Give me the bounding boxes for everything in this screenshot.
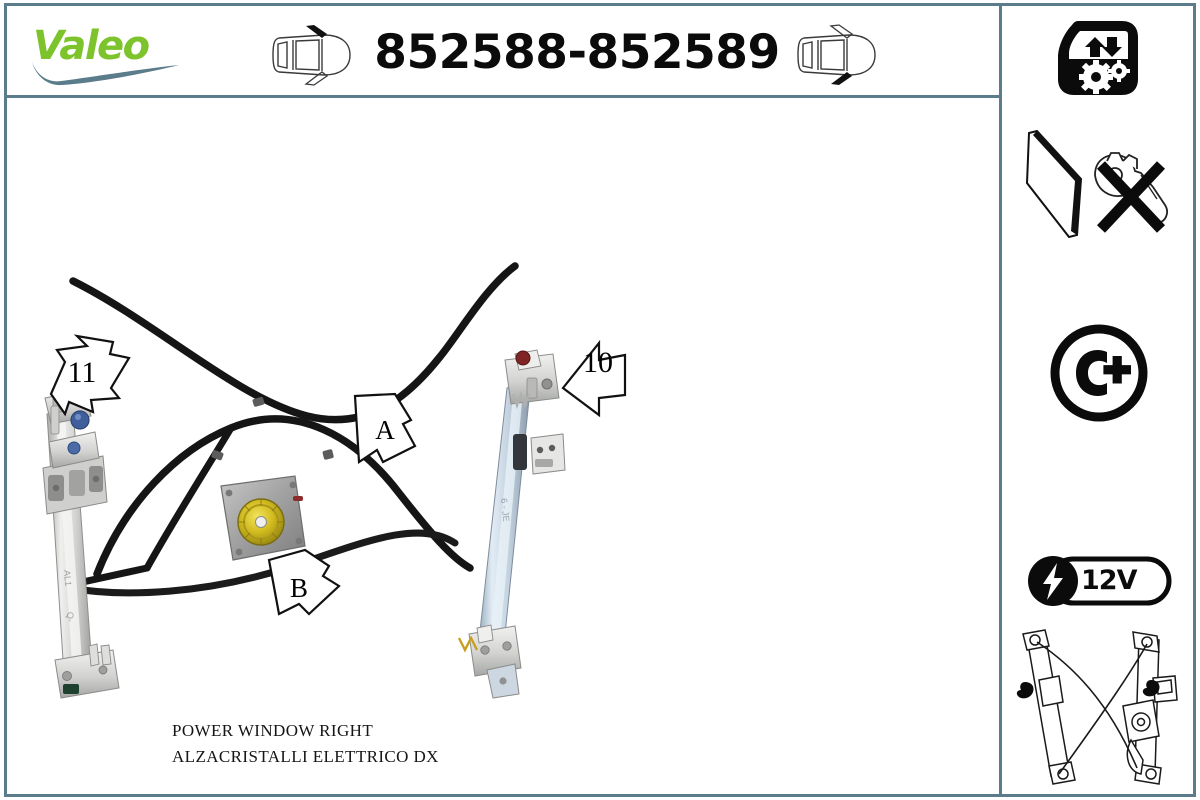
diagram-caption: POWER WINDOW RIGHT ALZACRISTALLI ELETTRI…: [172, 718, 439, 770]
sidebar: C+ 12V: [1004, 6, 1194, 794]
callout-arrow-10: [561, 339, 627, 418]
window-regulator-diagram: AL1 Q-: [42, 262, 627, 699]
no-motor-included-icon: [1025, 129, 1168, 239]
voltage-badge-shape: [1028, 556, 1172, 606]
regulator-line-drawing: [1016, 629, 1178, 785]
caption-line-italian: ALZACRISTALLI ELETTRICO DX: [172, 747, 439, 766]
valeo-swoosh-icon: [32, 62, 179, 86]
svg-text:Q-: Q-: [65, 612, 76, 623]
header-divider: [4, 95, 1002, 98]
sidebar-item-no-motor: [1004, 124, 1194, 244]
caption-line-english: POWER WINDOW RIGHT: [172, 721, 374, 740]
car-top-view-icon-right: [797, 24, 876, 85]
sidebar-item-12v: 12V: [1004, 541, 1194, 621]
sidebar-item-line-drawing: [1004, 624, 1194, 800]
sidebar-item-c-plus: C+: [1004, 318, 1194, 428]
power-window-regulator-icon: [1058, 21, 1138, 95]
callout-arrow-a: [353, 392, 417, 464]
valeo-logo: Valeo: [32, 23, 179, 86]
valeo-logo-text: Valeo: [33, 23, 150, 69]
svg-text:6 - JE: 6 - JE: [499, 498, 511, 522]
car-top-view-icon-left: [272, 25, 351, 86]
diagram-panel: AL1 Q-: [7, 98, 999, 797]
callout-arrow-b: [267, 548, 341, 616]
callout-arrow-11: [49, 334, 131, 417]
sidebar-divider: [999, 3, 1002, 797]
sidebar-item-regulator: [1004, 14, 1194, 102]
c-plus-icon: C+: [1050, 324, 1148, 422]
svg-text:AL1: AL1: [62, 570, 73, 587]
voltage-label: 12V: [1081, 565, 1137, 596]
part-number: 852588-852589: [374, 25, 780, 80]
header: Valeo 852588-852589: [7, 6, 999, 95]
